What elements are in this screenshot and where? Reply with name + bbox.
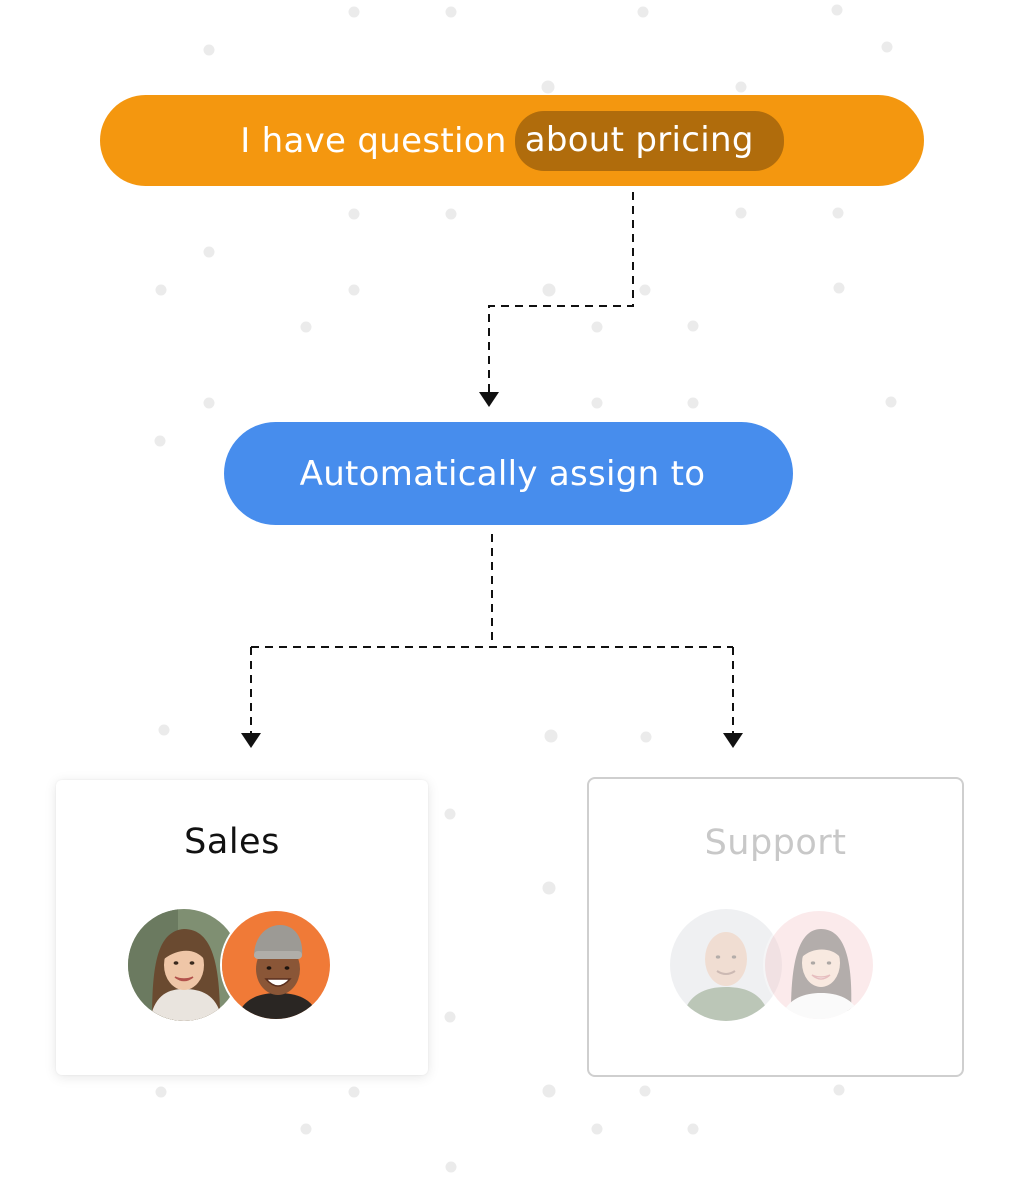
avatar-man-icon	[220, 909, 332, 1021]
avatar-woman-icon	[763, 909, 875, 1021]
arrow-down-icon	[723, 733, 743, 748]
team-title: Support	[704, 823, 847, 863]
team-card-support[interactable]: Support	[587, 777, 964, 1077]
trigger-highlight-keyword: about pricing	[514, 110, 784, 171]
action-pill[interactable]: Automatically assign to	[224, 422, 793, 525]
connector-action-to-teams	[250, 534, 734, 733]
trigger-pill[interactable]: I have question about pricing	[100, 95, 924, 186]
arrow-down-icon	[241, 733, 261, 748]
arrow-down-icon	[479, 392, 499, 407]
team-title: Sales	[184, 822, 280, 862]
trigger-text: I have question	[240, 120, 507, 161]
connector-trigger-to-action	[488, 192, 634, 392]
team-card-sales[interactable]: Sales	[56, 780, 428, 1075]
